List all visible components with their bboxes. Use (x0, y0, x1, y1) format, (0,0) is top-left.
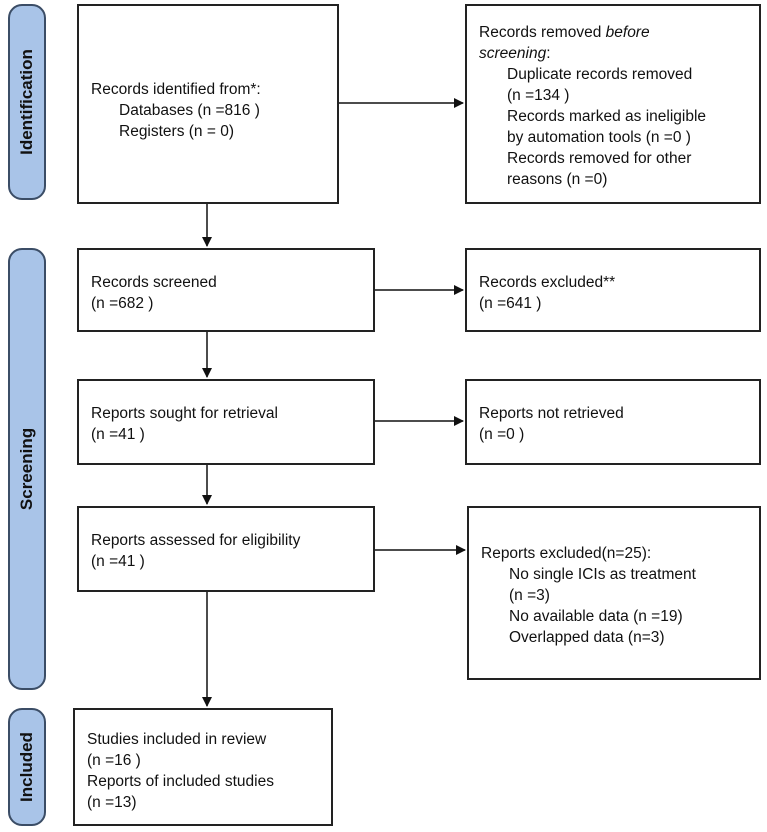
reports-included-title: Reports of included studies (87, 773, 274, 790)
reports-included-n: (n =13) (87, 794, 137, 811)
ineligible-records-n: by automation tools (n =0 ) (507, 129, 691, 146)
databases-count: Databases (n =816 ) (119, 102, 260, 119)
records-excluded-title: Records excluded** (479, 274, 616, 291)
reports-assessed-n: (n =41 ) (91, 553, 145, 570)
records-identified-box: Records identified from*: Databases (n =… (77, 4, 339, 204)
studies-included-title: Studies included in review (87, 731, 267, 748)
reports-not-retrieved-n: (n =0 ) (479, 426, 525, 443)
phase-screening: Screening (8, 248, 46, 690)
exclusion-reason-2: No available data (n =19) (509, 608, 683, 625)
records-excluded-box: Records excluded** (n =641 ) (465, 248, 761, 332)
reports-sought-title: Reports sought for retrieval (91, 405, 278, 422)
reports-assessed-box: Reports assessed for eligibility (n =41 … (77, 506, 375, 592)
records-identified-title: Records identified from*: (91, 81, 261, 98)
reports-not-retrieved-box: Reports not retrieved (n =0 ) (465, 379, 761, 465)
exclusion-reason-3: Overlapped data (n=3) (509, 629, 665, 646)
reports-excluded-title: Reports excluded(n=25): (481, 545, 652, 562)
duplicate-records: Duplicate records removed (507, 66, 693, 83)
ineligible-records: Records marked as ineligible (507, 108, 707, 125)
phase-included: Included (8, 708, 46, 826)
registers-count: Registers (n = 0) (119, 123, 235, 140)
duplicate-records-n: (n =134 ) (507, 87, 570, 104)
reports-assessed-title: Reports assessed for eligibility (91, 532, 301, 549)
records-screened-title: Records screened (91, 274, 217, 291)
studies-included-box: Studies included in review (n =16 ) Repo… (73, 708, 333, 826)
records-excluded-n: (n =641 ) (479, 295, 542, 312)
records-screened-n: (n =682 ) (91, 295, 154, 312)
other-removed-records-n: reasons (n =0) (507, 171, 608, 188)
phase-identification: Identification (8, 4, 46, 200)
reports-sought-box: Reports sought for retrieval (n =41 ) (77, 379, 375, 465)
exclusion-reason-1: No single ICIs as treatment (509, 566, 696, 583)
records-screened-box: Records screened (n =682 ) (77, 248, 375, 332)
reports-excluded-box: Reports excluded(n=25): No single ICIs a… (467, 506, 761, 680)
reports-not-retrieved-title: Reports not retrieved (479, 405, 624, 422)
records-removed-title: Records removed before (479, 24, 650, 41)
exclusion-reason-1-n: (n =3) (509, 587, 550, 604)
records-removed-title-em: screening (479, 45, 547, 62)
studies-included-n: (n =16 ) (87, 752, 141, 769)
reports-sought-n: (n =41 ) (91, 426, 145, 443)
other-removed-records: Records removed for other (507, 150, 692, 167)
records-removed-box: Records removed before screening: Duplic… (465, 4, 761, 204)
